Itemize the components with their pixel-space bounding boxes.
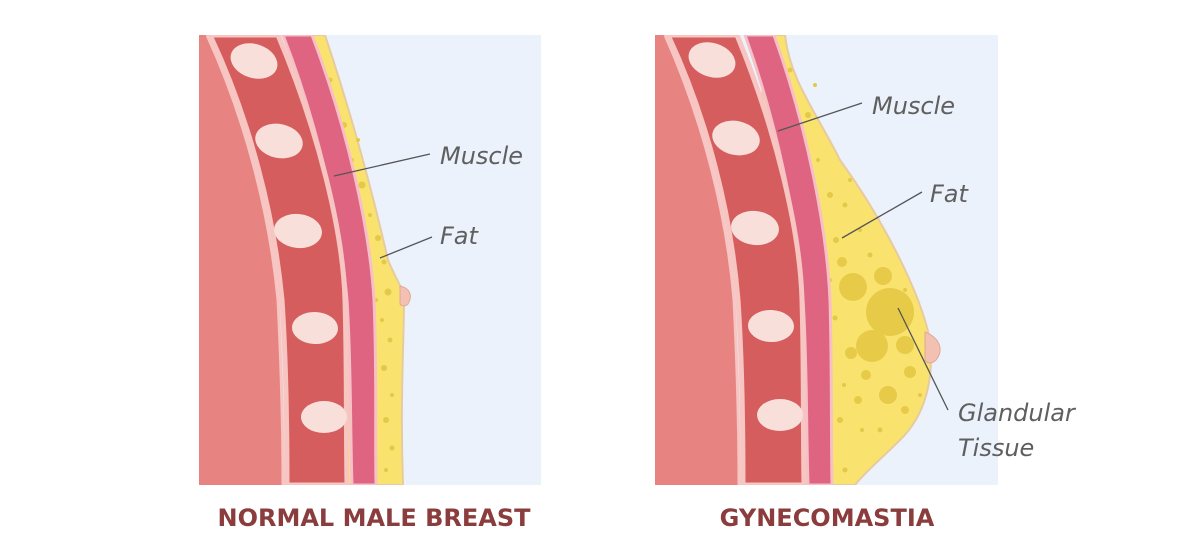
nipple (399, 285, 411, 307)
rib-cage-band (665, 35, 807, 485)
rib-bones (230, 43, 347, 433)
fat-pointer-line (841, 191, 923, 239)
glandular-pointer-line (897, 307, 949, 411)
label-muscle: Muscle (872, 92, 955, 120)
gynecomastia-panel (655, 35, 998, 485)
caption-gynecomastia: GYNECOMASTIA (720, 504, 935, 532)
rib-bone (688, 42, 736, 78)
label-tissue: Tissue (958, 434, 1034, 462)
rib-bone (757, 399, 803, 431)
label-muscle: Muscle (440, 142, 523, 170)
caption-normal: NORMAL MALE BREAST (218, 504, 532, 532)
label-fat: Fat (930, 180, 970, 208)
chest-tissue (199, 35, 283, 485)
muscle-pointer-line (777, 102, 863, 132)
rib-bone (230, 43, 278, 79)
rib-bones (688, 42, 803, 431)
muscle-pointer-line (333, 153, 431, 177)
normal-breast-panel (199, 35, 541, 485)
label-fat: Fat (440, 222, 480, 250)
chest-tissue (655, 35, 739, 485)
rib-bone (292, 311, 338, 345)
rib-bone (301, 401, 347, 433)
glandular-tissue (837, 257, 916, 414)
label-glandular: Glandular (958, 399, 1077, 427)
rib-bone (731, 210, 779, 246)
fat-pointer-line (379, 236, 433, 259)
rib-cage-band (207, 35, 350, 485)
rib-bone (255, 123, 303, 159)
rib-bone (712, 120, 760, 156)
rib-bone (274, 213, 322, 249)
rib-bone (748, 309, 794, 343)
nipple (924, 331, 941, 364)
